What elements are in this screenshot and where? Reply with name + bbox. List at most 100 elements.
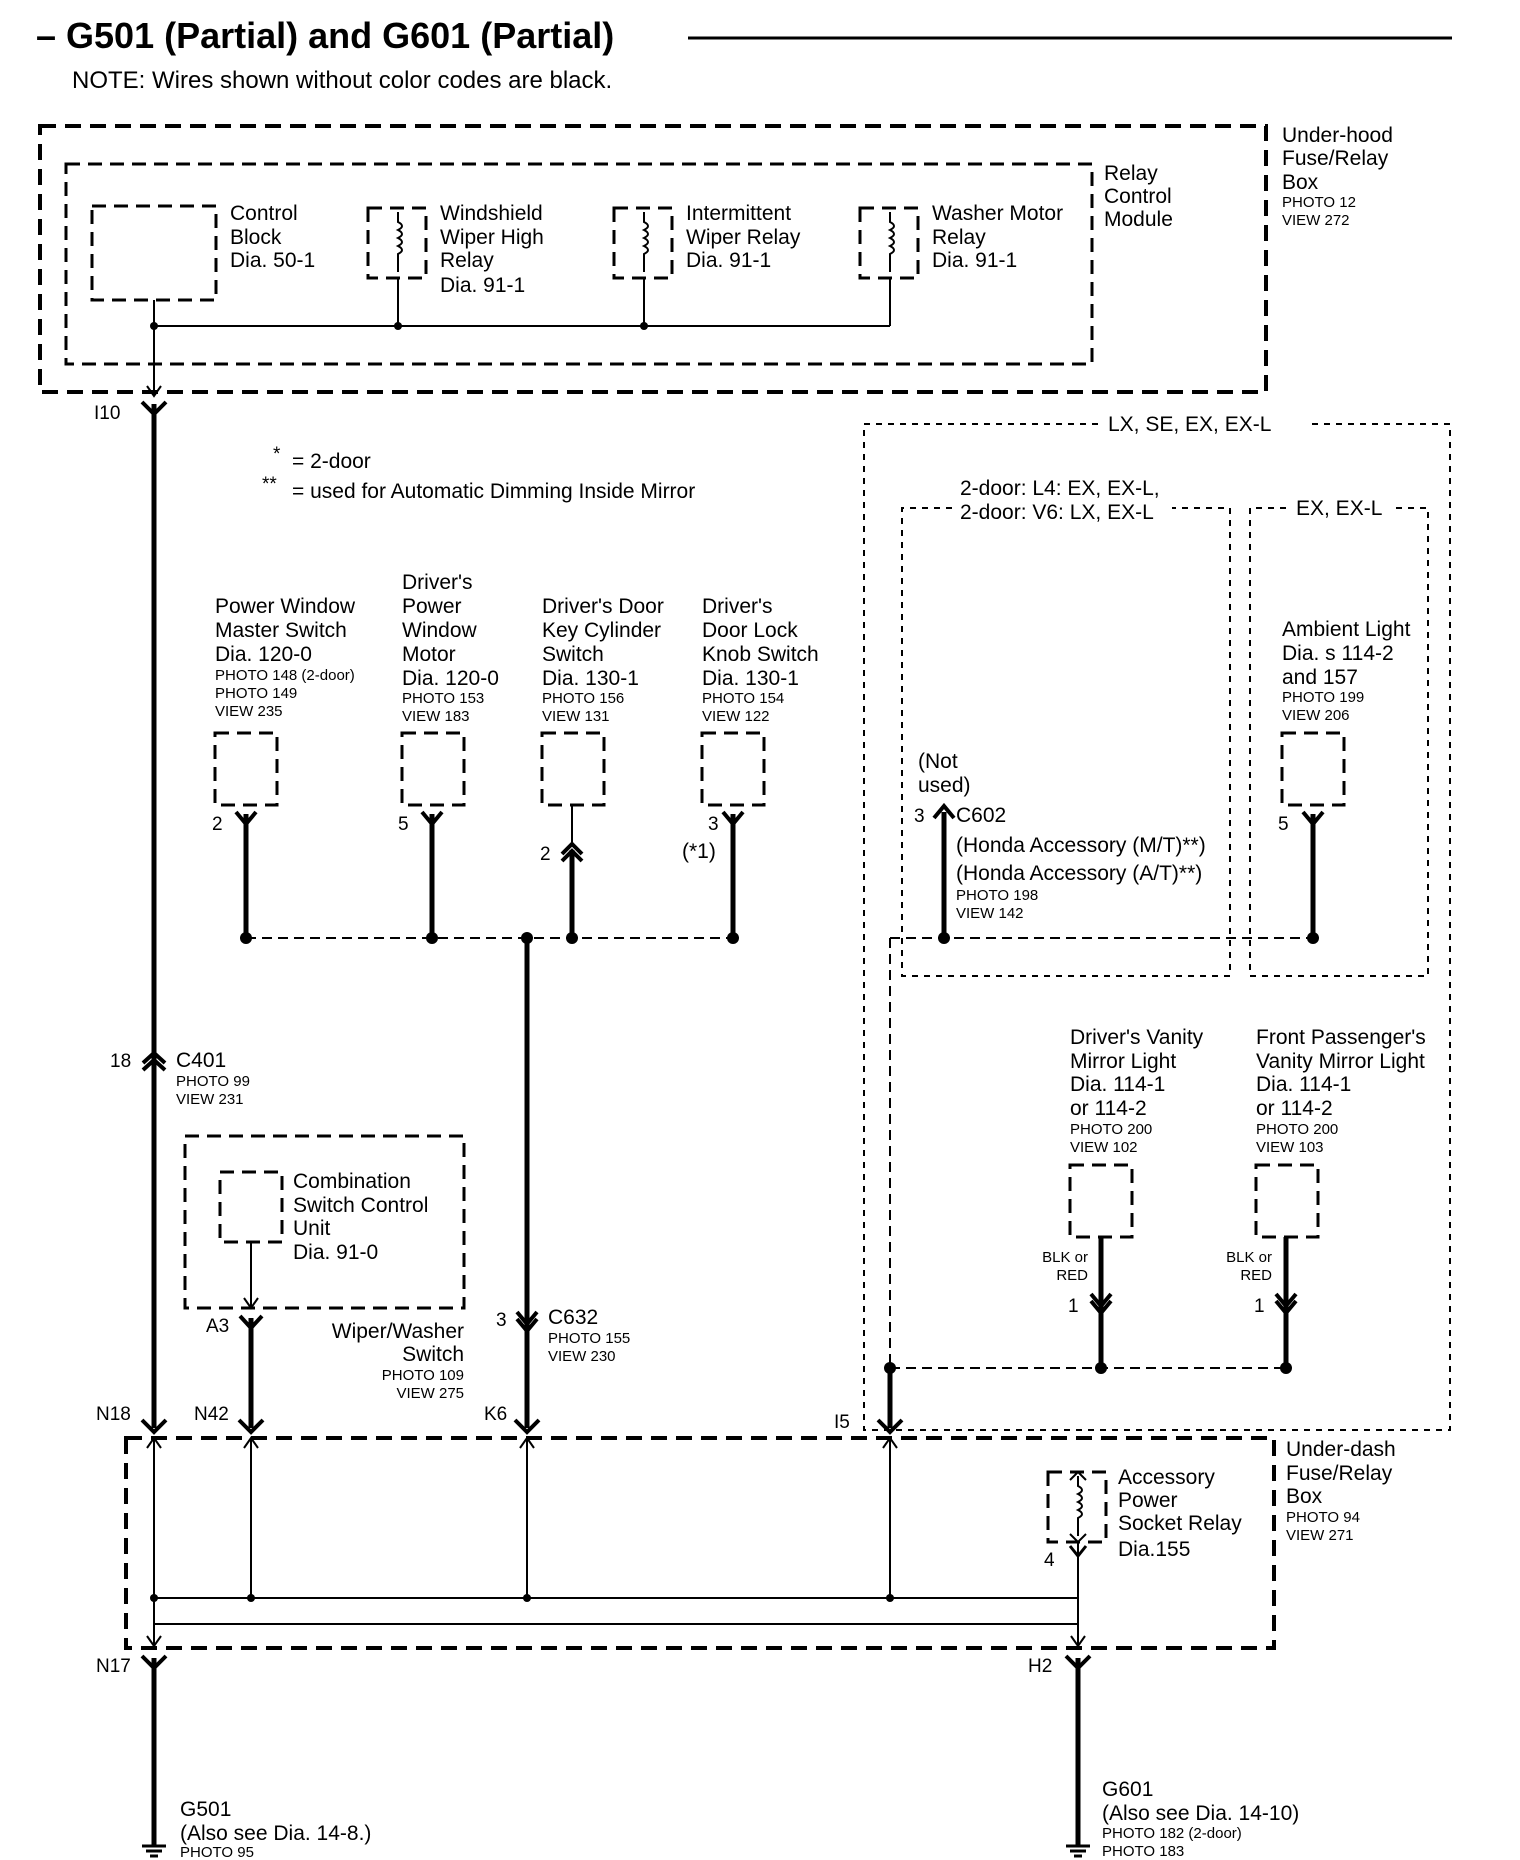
- c602-label: C602 (Honda Accessory (M/T)**) (Honda Ac…: [956, 804, 1206, 922]
- underdash-box-outline: [124, 1436, 1276, 1650]
- pin-key-cylinder: 2: [540, 844, 551, 865]
- connector-vanity-driver: [1089, 1292, 1113, 1317]
- svg-text:Dia. 130-1: Dia. 130-1: [702, 667, 799, 690]
- svg-text:Key Cylinder: Key Cylinder: [542, 619, 661, 642]
- svg-text:Switch: Switch: [402, 1343, 464, 1366]
- power-window-motor-label: Driver's Power Window Motor Dia. 120-0 P…: [402, 571, 499, 725]
- svg-text:Wiper Relay: Wiper Relay: [686, 226, 801, 249]
- legend: * = 2-door ** = used for Automatic Dimmi…: [262, 444, 695, 503]
- svg-text:Ambient Light: Ambient Light: [1282, 618, 1411, 641]
- svg-text:C401: C401: [176, 1049, 226, 1072]
- connector-vanity-pass: [1274, 1292, 1298, 1317]
- door-lock-knob-switch: [700, 731, 766, 807]
- ambient-light: [1280, 731, 1346, 807]
- relay-module-outline: [64, 162, 1094, 366]
- svg-text:Block: Block: [230, 226, 282, 249]
- svg-text:PHOTO 198: PHOTO 198: [956, 887, 1038, 904]
- svg-text:PHOTO 95: PHOTO 95: [180, 1844, 254, 1860]
- svg-text:PHOTO 153: PHOTO 153: [402, 690, 484, 707]
- pin-n17: N17: [96, 1656, 131, 1677]
- svg-text:PHOTO 200: PHOTO 200: [1256, 1121, 1338, 1138]
- vanity-driver-color: BLK or RED: [1042, 1249, 1088, 1284]
- svg-text:Combination: Combination: [293, 1170, 411, 1193]
- svg-text:PHOTO 149: PHOTO 149: [215, 685, 297, 702]
- svg-text:Motor: Motor: [402, 643, 456, 666]
- svg-text:= used for Automatic Dimming: = used for Automatic Dimming Inside Mirr…: [292, 480, 695, 503]
- pin-power-window-master: 2: [212, 814, 223, 835]
- vanity-splice: [884, 1362, 1292, 1374]
- pin-i10: I10: [94, 403, 120, 424]
- svg-text:PHOTO 183: PHOTO 183: [1102, 1843, 1184, 1860]
- region-2door: [901, 507, 1231, 977]
- key-cylinder-switch: [540, 731, 606, 807]
- g601-label: G601 (Also see Dia. 14-10) PHOTO 182 (2-…: [1102, 1778, 1299, 1860]
- relay-module-label: Relay Control Module: [1104, 162, 1173, 231]
- pin-i5: I5: [834, 1412, 850, 1433]
- pin-door-lock-knob: 3: [708, 814, 719, 835]
- svg-text:Dia.155: Dia.155: [1118, 1538, 1190, 1561]
- power-window-motor: [400, 731, 466, 807]
- svg-text:Box: Box: [1282, 171, 1319, 194]
- pin-power-window-motor: 5: [398, 814, 409, 835]
- svg-text:Switch Control: Switch Control: [293, 1194, 428, 1217]
- terminals-underdash-top: [140, 1418, 904, 1435]
- svg-text:VIEW 142: VIEW 142: [956, 905, 1024, 922]
- pin-c602: 3: [914, 806, 925, 827]
- control-block: [90, 204, 218, 302]
- vanity-pass-label: Front Passenger's Vanity Mirror Light Di…: [1256, 1026, 1426, 1156]
- svg-text:Socket Relay: Socket Relay: [1118, 1512, 1242, 1535]
- svg-text:PHOTO 156: PHOTO 156: [542, 690, 624, 707]
- svg-text:PHOTO 148 (2-door): PHOTO 148 (2-door): [215, 667, 355, 684]
- svg-text:(Honda Accessory (A/T)**): (Honda Accessory (A/T)**): [956, 862, 1202, 885]
- wiper-washer-switch-outline: [183, 1134, 466, 1310]
- combo-switch-wire: [243, 1242, 259, 1310]
- svg-text:Fuse/Relay: Fuse/Relay: [1282, 147, 1389, 170]
- pin-ambient-light: 5: [1278, 814, 1289, 835]
- region-2door-label: 2-door: L4: EX, EX-L, 2-door: V6: LX, EX…: [960, 477, 1160, 524]
- underdash-box-label: Under-dash Fuse/Relay Box PHOTO 94 VIEW …: [1286, 1438, 1396, 1544]
- svg-text:PHOTO 99: PHOTO 99: [176, 1073, 250, 1090]
- intermittent-relay-icon: [612, 206, 674, 280]
- svg-text:G601: G601: [1102, 1778, 1153, 1801]
- svg-text:Power Window: Power Window: [215, 595, 356, 618]
- underhood-box-outline: [38, 124, 1268, 394]
- svg-text:PHOTO 182 (2-door): PHOTO 182 (2-door): [1102, 1825, 1242, 1842]
- svg-text:Dia. 91-1: Dia. 91-1: [932, 249, 1017, 272]
- accessory-relay-label: Accessory Power Socket Relay Dia.155: [1118, 1466, 1242, 1561]
- svg-text:PHOTO 109: PHOTO 109: [382, 1367, 464, 1384]
- svg-text:PHOTO 155: PHOTO 155: [548, 1330, 630, 1347]
- svg-text:VIEW 271: VIEW 271: [1286, 1527, 1354, 1544]
- svg-text:VIEW 122: VIEW 122: [702, 708, 770, 725]
- svg-text:(Also see Dia. 14-10): (Also see Dia. 14-10): [1102, 1802, 1299, 1825]
- diagram-title: – G501 (Partial) and G601 (Partial): [36, 15, 614, 56]
- washer-relay-label: Washer Motor Relay Dia. 91-1: [932, 202, 1063, 272]
- svg-text:and 157: and 157: [1282, 666, 1358, 689]
- svg-text:Driver's Door: Driver's Door: [542, 595, 664, 618]
- wire-color-note: NOTE: Wires shown without color codes ar…: [72, 67, 612, 94]
- svg-text:= 2-door: = 2-door: [292, 450, 371, 473]
- svg-text:Driver's: Driver's: [402, 571, 473, 594]
- svg-text:Box: Box: [1286, 1485, 1323, 1508]
- svg-text:Front Passenger's: Front Passenger's: [1256, 1026, 1426, 1049]
- svg-text:Door Lock: Door Lock: [702, 619, 798, 642]
- g501-label: G501 (Also see Dia. 14-8.) PHOTO 95: [180, 1798, 371, 1860]
- svg-text:Control: Control: [1104, 185, 1172, 208]
- svg-text:VIEW 235: VIEW 235: [215, 703, 283, 720]
- svg-text:Fuse/Relay: Fuse/Relay: [1286, 1462, 1393, 1485]
- door-lock-knob-note: (*1): [682, 840, 716, 863]
- svg-text:VIEW 272: VIEW 272: [1282, 212, 1350, 229]
- svg-text:Accessory: Accessory: [1118, 1466, 1215, 1489]
- pin-n42: N42: [194, 1404, 229, 1425]
- svg-text:Switch: Switch: [542, 643, 604, 666]
- svg-text:Knob Switch: Knob Switch: [702, 643, 819, 666]
- c401-label: C401 PHOTO 99 VIEW 231: [176, 1049, 250, 1108]
- svg-text:Windshield: Windshield: [440, 202, 543, 225]
- terminals-underdash-bottom: [140, 1654, 1092, 1671]
- svg-text:PHOTO 200: PHOTO 200: [1070, 1121, 1152, 1138]
- region-lx-se-ex-exl: [863, 423, 1451, 1431]
- svg-text:Window: Window: [402, 619, 478, 642]
- pin-vanity-pass: 1: [1254, 1296, 1265, 1317]
- svg-text:Driver's: Driver's: [702, 595, 773, 618]
- svg-text:VIEW 102: VIEW 102: [1070, 1139, 1138, 1156]
